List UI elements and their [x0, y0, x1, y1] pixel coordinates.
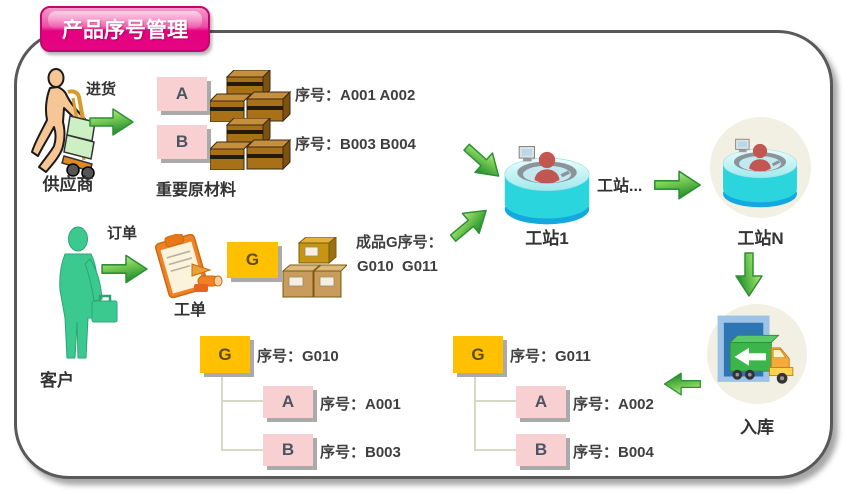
tree2-child-b-code: B [534, 440, 548, 459]
tree1-child-b-box: B [263, 434, 313, 466]
material-a-serial: 序号：A001 A002 [295, 87, 416, 104]
tree1-root-serial: 序号：G010 [257, 348, 339, 365]
raw-materials-caption: 重要原材料 [156, 182, 237, 199]
workstation-n-label: 工站N [737, 229, 784, 248]
work-order-clipboard-icon [154, 234, 223, 299]
tree2-child-a-box: A [516, 386, 566, 418]
arrow-right-stations-icon [653, 170, 701, 200]
work-order-label: 工单 [173, 302, 206, 319]
arrow-down-warehouse-icon [735, 252, 763, 297]
tree2-root-box: G [453, 336, 503, 373]
material-b-code: B [175, 132, 189, 151]
tree1-child-b-serial: 序号：B003 [320, 444, 401, 461]
tree2-root-serial: 序号：G011 [510, 348, 591, 365]
tree2-root-code: G [471, 344, 485, 364]
tree1-child-a-serial: 序号：A001 [320, 396, 401, 413]
incoming-goods-label: 进货 [86, 81, 117, 98]
tree1-hline-a [221, 400, 263, 402]
product-g-code: G [245, 250, 260, 269]
material-a-box: A [157, 77, 207, 111]
customer-label: 客户 [40, 371, 74, 390]
tree1-child-a-box: A [263, 386, 313, 418]
arrow-left-warehouse-icon [663, 372, 701, 396]
tree1-root-code: G [218, 344, 232, 364]
tree2-child-b-serial: 序号：B004 [573, 444, 654, 461]
product-g-box: G [227, 242, 278, 278]
warehouse-label: 入库 [740, 418, 774, 437]
supplier-label: 供应商 [42, 175, 94, 194]
tree1-hline-b [221, 449, 263, 451]
material-a-boxes-icon [210, 70, 291, 122]
workstation-1-label: 工站1 [525, 229, 569, 248]
material-b-serial: 序号：B003 B004 [295, 136, 416, 153]
workstation-middle-label: 工站... [597, 178, 643, 195]
order-label: 订单 [107, 225, 138, 242]
workstation-1-icon [504, 146, 590, 225]
supplier-person-icon [31, 68, 96, 180]
finished-product-boxes-icon [281, 237, 347, 298]
tree1-child-a-code: A [281, 392, 295, 411]
material-a-code: A [175, 84, 189, 103]
diagram-frame [14, 30, 833, 479]
tree2-child-a-serial: 序号：A002 [573, 396, 654, 413]
tree2-child-b-box: B [516, 434, 566, 466]
warehouse-truck-icon [717, 315, 794, 384]
customer-person-icon [59, 226, 118, 359]
tree2-hline-a [474, 400, 516, 402]
tree1-root-box: G [200, 336, 250, 373]
material-b-boxes-icon [210, 118, 291, 170]
tree2-child-a-code: A [534, 392, 548, 411]
tree2-hline-b [474, 449, 516, 451]
tree1-vline [221, 373, 223, 451]
finished-serial-caption: 成品G序号： [356, 234, 443, 251]
tree1-child-b-code: B [281, 440, 295, 459]
finished-serial-values: G010 G011 [357, 258, 438, 275]
material-b-box: B [157, 125, 207, 159]
workstation-n-icon [722, 138, 798, 208]
arrow-right-incoming-icon [89, 108, 134, 136]
page-title: 产品序号管理 [40, 6, 210, 52]
tree2-vline [474, 373, 476, 451]
arrow-right-order-icon [101, 254, 148, 284]
